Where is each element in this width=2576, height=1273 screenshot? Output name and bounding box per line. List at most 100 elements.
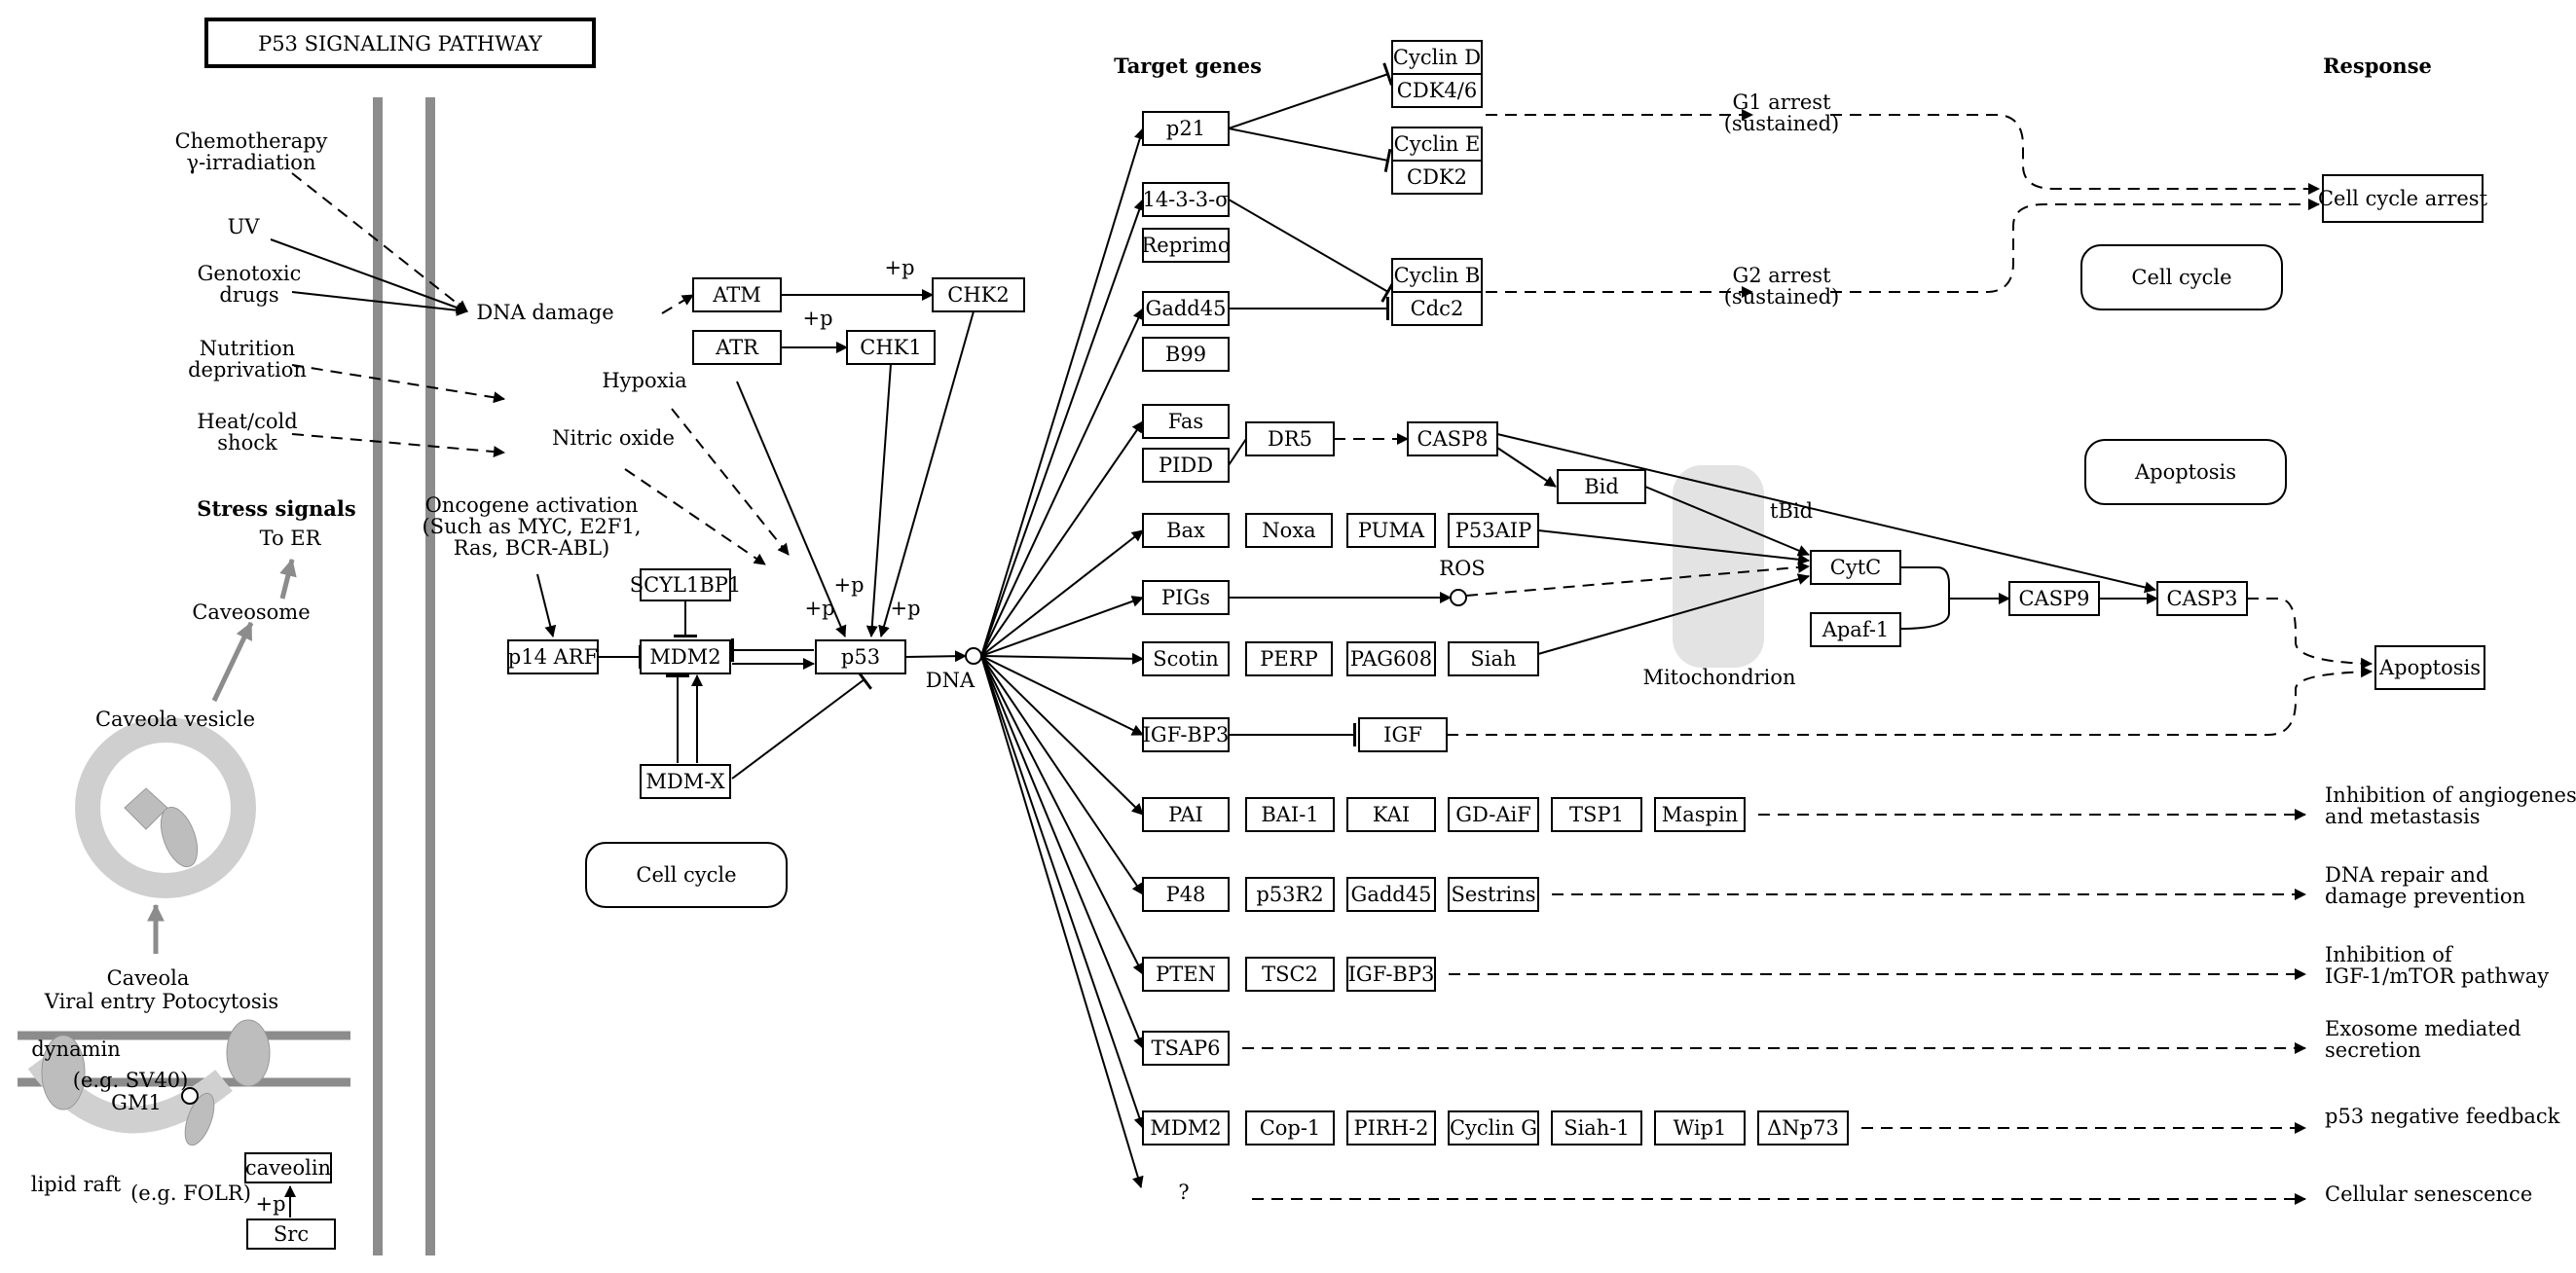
gene-box-cop1[interactable]: Cop-1 — [1245, 1110, 1335, 1146]
gene-box-bai1[interactable]: BAI-1 — [1245, 797, 1335, 832]
gene-box-chk1[interactable]: CHK1 — [846, 330, 936, 365]
gene-box-sestrins[interactable]: Sestrins — [1448, 877, 1539, 912]
gene-label: PIDD — [1159, 454, 1213, 477]
gene-box-frame — [1346, 797, 1436, 832]
gene-box-atr[interactable]: ATR — [692, 330, 782, 365]
dna-target-edge-26 — [980, 529, 1144, 657]
gene-box-wip1[interactable]: Wip1 — [1654, 1110, 1746, 1146]
gene-box-frame — [815, 639, 906, 674]
gene-box-p53r2[interactable]: p53R2 — [1245, 877, 1335, 912]
gene-box-1433[interactable]: 14-3-3-σ — [1142, 182, 1230, 217]
gene-box-cytc[interactable]: CytC — [1810, 550, 1901, 585]
gene-box-frame — [1654, 1110, 1746, 1146]
gene-box-gdaif[interactable]: GD-AiF — [1448, 797, 1539, 832]
gene-box-dnp73[interactable]: ΔNp73 — [1757, 1110, 1849, 1146]
gene-box-frame — [1142, 291, 1230, 326]
gene-box-casp8[interactable]: CASP8 — [1407, 421, 1498, 456]
gene-box-fas[interactable]: Fas — [1142, 404, 1230, 439]
gene-box-perp[interactable]: PERP — [1245, 641, 1333, 676]
gene-box-mdm2b[interactable]: MDM2 — [1142, 1110, 1230, 1146]
caveosome-to-er-arrow — [279, 558, 297, 600]
gene-box-pirh2[interactable]: PIRH-2 — [1346, 1110, 1436, 1146]
gene-box-cyclinb[interactable]: Cyclin B — [1391, 258, 1483, 293]
gene-box-gadd45a[interactable]: Gadd45 — [1142, 291, 1230, 326]
gene-box-reprimo[interactable]: Reprimo — [1142, 228, 1231, 263]
gene-box-igfbp3a[interactable]: IGF-BP3 — [1142, 717, 1230, 752]
stress-edge-1 — [270, 238, 468, 313]
pathway-link-apoptosis-link[interactable]: Apoptosis — [2084, 439, 2287, 505]
gene-box-scyl1bp1[interactable]: SCYL1BP1 — [630, 568, 742, 601]
gene-box-tsp1[interactable]: TSP1 — [1551, 797, 1642, 832]
gene-box-p53[interactable]: p53 — [815, 639, 906, 674]
gene-box-igfbp3b[interactable]: IGF-BP3 — [1346, 957, 1436, 992]
label-folr: (e.g. FOLR) — [130, 1182, 251, 1205]
cellcycle-edge-38 — [1228, 199, 1395, 303]
gene-label: TSAP6 — [1151, 1037, 1220, 1060]
gene-box-apoptosis[interactable]: Apoptosis — [2374, 645, 2485, 690]
gene-box-mdm2[interactable]: MDM2 — [640, 639, 731, 674]
gene-box-cdc2[interactable]: Cdc2 — [1391, 291, 1483, 326]
gene-box-frame — [1142, 404, 1230, 439]
gene-box-maspin[interactable]: Maspin — [1654, 797, 1746, 832]
gene-box-p48[interactable]: P48 — [1142, 877, 1230, 912]
gene-box-frame — [1407, 421, 1498, 456]
gene-label: PTEN — [1156, 963, 1216, 986]
gene-box-cdk46[interactable]: CDK4/6 — [1391, 73, 1483, 108]
label-caveola-vesicle: Caveola vesicle — [95, 708, 255, 731]
gene-box-apaf1[interactable]: Apaf-1 — [1810, 612, 1901, 647]
pathway-link-label: Apoptosis — [2134, 460, 2236, 484]
gene-box-frame — [1391, 160, 1483, 195]
gene-box-atm[interactable]: ATM — [692, 277, 782, 312]
gene-box-tsap6[interactable]: TSAP6 — [1142, 1031, 1230, 1066]
gene-box-cycling[interactable]: Cyclin G — [1448, 1110, 1539, 1146]
gene-box-casp9[interactable]: CASP9 — [2008, 581, 2100, 616]
gene-box-p21[interactable]: p21 — [1142, 111, 1230, 146]
gene-box-frame — [1448, 877, 1539, 912]
gene-box-cyclind[interactable]: Cyclin D — [1391, 40, 1483, 75]
gene-box-mdmx[interactable]: MDM-X — [640, 764, 731, 799]
gene-box-cycline[interactable]: Cyclin E — [1391, 127, 1483, 162]
gene-box-igf[interactable]: IGF — [1358, 717, 1448, 752]
gene-box-pai[interactable]: PAI — [1142, 797, 1230, 832]
gene-box-gadd45b[interactable]: Gadd45 — [1346, 877, 1436, 912]
pathway-link-cell-cycle-1[interactable]: Cell cycle — [585, 842, 788, 908]
gene-box-frame — [1358, 717, 1448, 752]
gene-box-chk2[interactable]: CHK2 — [932, 277, 1025, 312]
gene-box-bid[interactable]: Bid — [1557, 469, 1646, 504]
gene-box-caveolin[interactable]: caveolin — [244, 1152, 332, 1183]
gene-label: Gadd45 — [1146, 297, 1227, 320]
gene-box-siah[interactable]: Siah — [1448, 641, 1539, 676]
gene-box-frame — [1346, 877, 1436, 912]
gene-box-scotin[interactable]: Scotin — [1142, 641, 1230, 676]
gene-label: BAI-1 — [1261, 803, 1318, 826]
gene-label: CHK2 — [947, 283, 1009, 307]
gene-label: Apoptosis — [2378, 656, 2481, 679]
gene-box-frame — [1810, 612, 1901, 647]
gene-box-cellcyclearrest[interactable]: Cell cycle arrest — [2318, 174, 2488, 223]
gene-box-noxa[interactable]: Noxa — [1245, 513, 1333, 548]
gene-box-bax[interactable]: Bax — [1142, 513, 1230, 548]
gene-box-pten[interactable]: PTEN — [1142, 957, 1230, 992]
gene-label: p14 ARF — [508, 645, 598, 669]
gene-box-pag608[interactable]: PAG608 — [1346, 641, 1436, 676]
gene-box-cdk2[interactable]: CDK2 — [1391, 160, 1483, 195]
gene-box-casp3[interactable]: CASP3 — [2156, 581, 2248, 616]
gene-box-frame — [1142, 877, 1230, 912]
cellcycle-edge-36 — [1228, 62, 1393, 129]
gene-box-frame — [1142, 337, 1230, 372]
gene-box-frame — [1757, 1110, 1849, 1146]
gene-box-pidd[interactable]: PIDD — [1142, 448, 1230, 483]
gene-box-src[interactable]: Src — [246, 1218, 336, 1250]
gene-box-puma[interactable]: PUMA — [1346, 513, 1436, 548]
gene-box-p14arf[interactable]: p14 ARF — [507, 639, 599, 674]
gene-box-b99[interactable]: B99 — [1142, 337, 1230, 372]
gene-box-siah1[interactable]: Siah-1 — [1551, 1110, 1642, 1146]
gene-box-dr5[interactable]: DR5 — [1245, 421, 1335, 456]
gene-box-tsc2[interactable]: TSC2 — [1245, 957, 1335, 992]
label-question: ? — [1178, 1181, 1189, 1204]
gene-box-kai[interactable]: KAI — [1346, 797, 1436, 832]
pathway-link-cell-cycle-2[interactable]: Cell cycle — [2080, 244, 2283, 310]
gene-box-pigs[interactable]: PIGs — [1142, 580, 1230, 615]
gene-box-p53aip[interactable]: P53AIP — [1448, 513, 1539, 548]
